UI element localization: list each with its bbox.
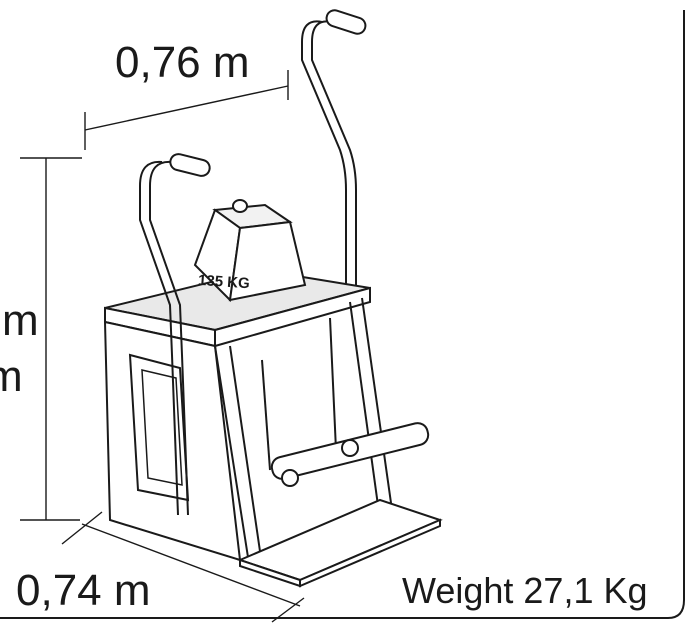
dimension-height (20, 157, 82, 521)
weight-caption: Weight 27,1 Kg (402, 570, 648, 611)
top-width-label: 0,76 m (115, 38, 250, 87)
bottom-depth-label: 0,74 m (16, 566, 151, 615)
dimension-bottom-depth (61, 511, 305, 623)
weight-label: 135 KG (198, 272, 251, 293)
weight-block-icon (193, 199, 307, 303)
pedal-bar (270, 422, 430, 487)
short-handle (139, 153, 211, 516)
chair-right-frame (214, 297, 393, 571)
frame-border (0, 10, 685, 619)
dimension-top-width (84, 70, 289, 150)
tall-handle (301, 9, 367, 300)
height-label-top: m (2, 296, 39, 345)
height-label-bottom: m (0, 352, 23, 401)
